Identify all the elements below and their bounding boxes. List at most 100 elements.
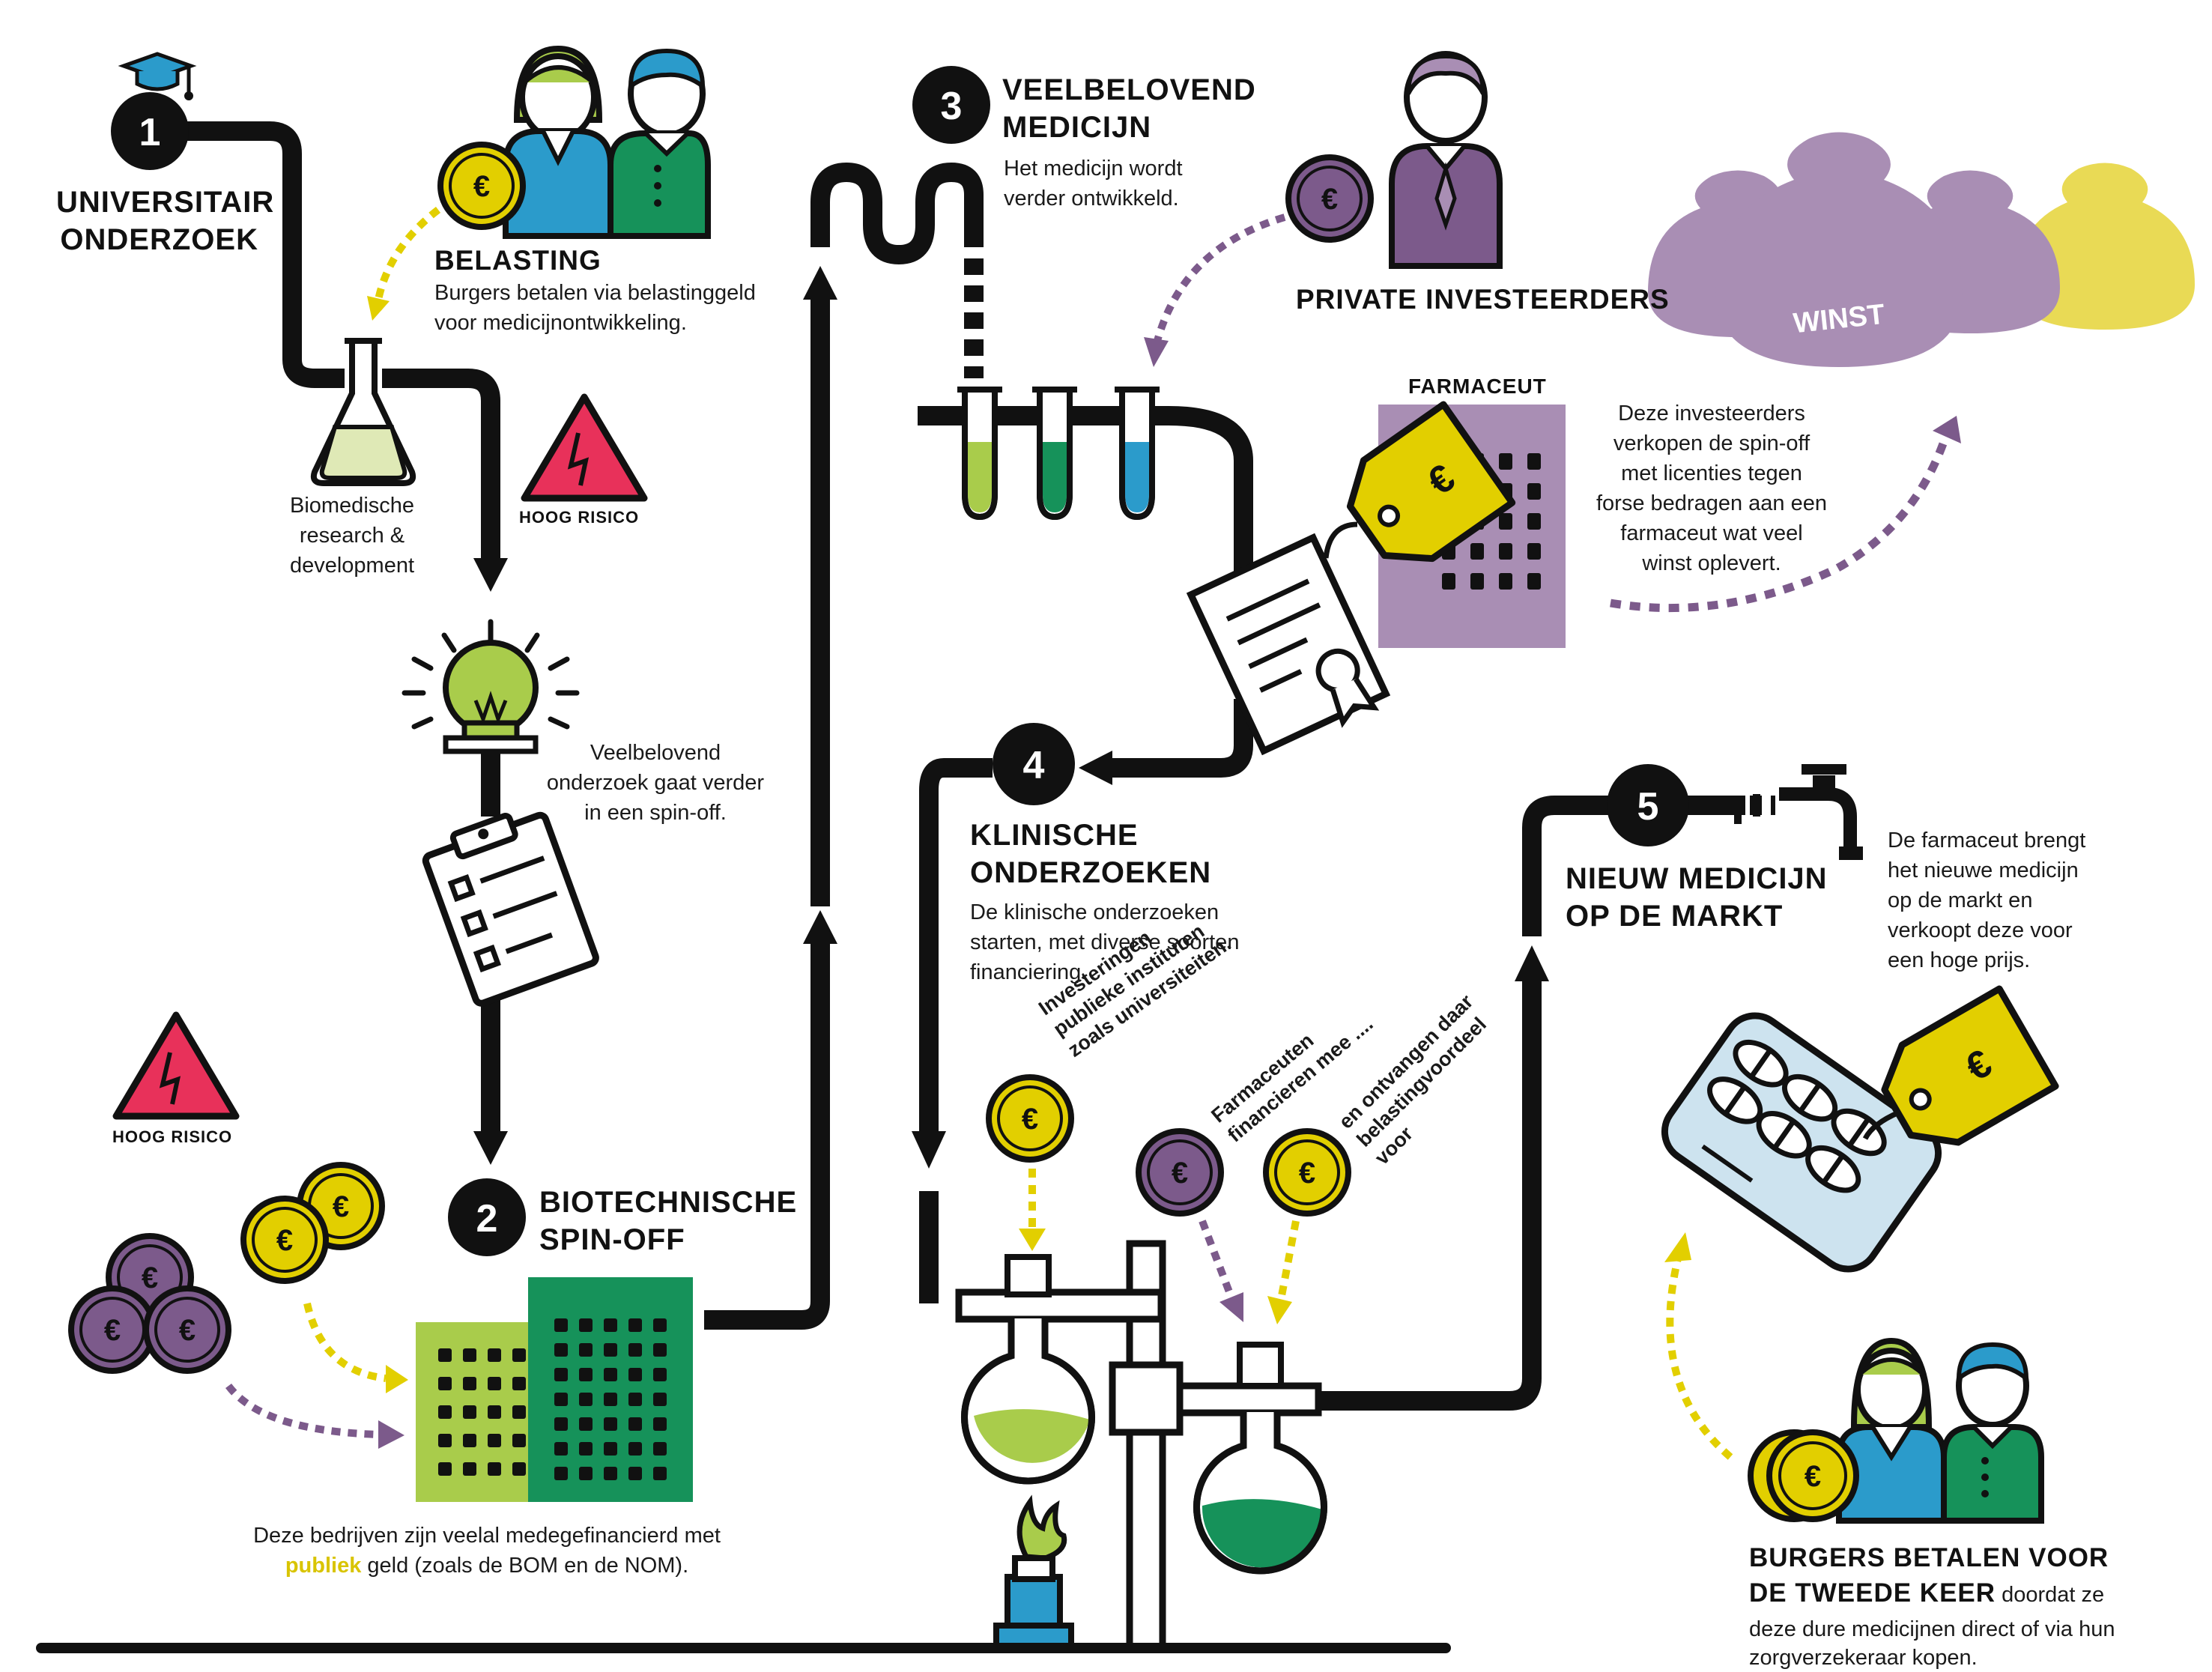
- window: [579, 1318, 593, 1332]
- euro-coins-yellow: € €: [240, 1162, 385, 1284]
- svg-text:€: €: [276, 1224, 293, 1257]
- window: [488, 1377, 501, 1390]
- window: [554, 1318, 568, 1332]
- window: [604, 1318, 617, 1332]
- tax-block: BELASTING Burgers betalen via belastingg…: [434, 243, 756, 338]
- window: [579, 1467, 593, 1480]
- window: [554, 1467, 568, 1480]
- window: [653, 1318, 667, 1332]
- spinoff-note-line-1: Deze bedrijven zijn veelal medegefinanci…: [253, 1524, 721, 1548]
- citizens-title-2: DE TWEEDE KEER: [1749, 1578, 1996, 1608]
- pipe-up-step5: [1522, 796, 1618, 936]
- pill-divider: [1847, 1117, 1871, 1148]
- arrow-up-1: [803, 266, 837, 300]
- window: [512, 1405, 526, 1419]
- pipe-lab-up: [1318, 981, 1542, 1411]
- window: [438, 1462, 452, 1476]
- arrow-up-2: [803, 910, 837, 944]
- window: [628, 1467, 642, 1480]
- arrow-left-step4: [1079, 751, 1112, 785]
- euro-coins-purple: € € €: [68, 1233, 231, 1374]
- pipe-tubes-right: [918, 406, 1253, 678]
- window: [579, 1442, 593, 1456]
- svg-text:€: €: [1172, 1157, 1188, 1190]
- window: [604, 1467, 617, 1480]
- lab-stand-icon: [955, 1240, 1327, 1652]
- window: [488, 1462, 501, 1476]
- window: [463, 1405, 476, 1419]
- window: [628, 1343, 642, 1357]
- pill-divider: [1749, 1048, 1773, 1079]
- pill-blister-icon: [1661, 1012, 1942, 1273]
- window: [579, 1393, 593, 1406]
- pipe-step4-down: [919, 758, 993, 1131]
- window: [579, 1417, 593, 1431]
- svg-text:€: €: [1299, 1157, 1315, 1190]
- step-1-number: 1: [139, 111, 161, 154]
- step-3-circle: [912, 66, 990, 144]
- svg-text:€: €: [1805, 1460, 1821, 1493]
- step-circles: 1 2 3 4 5: [111, 66, 1689, 1256]
- price-tag-icon-1: €: [1346, 401, 1516, 563]
- pipe-1a: [150, 121, 345, 388]
- window: [438, 1405, 452, 1419]
- spinoff-buildings-icon: [416, 1277, 693, 1502]
- window: [1527, 573, 1541, 590]
- citizens-desc-3: zorgverzekeraar kopen.: [1749, 1646, 1978, 1670]
- svg-text:€: €: [1022, 1103, 1038, 1136]
- pill-divider: [1798, 1082, 1822, 1113]
- citizens-desc-1: doordat ze: [1996, 1583, 2105, 1607]
- funding-arrows-spinoff: [225, 1302, 408, 1449]
- tax-flow-arrow: [367, 207, 441, 321]
- window: [1527, 483, 1541, 500]
- svg-text:€: €: [1321, 183, 1338, 216]
- tax-desc-2: voor medicijnontwikkeling.: [434, 311, 687, 335]
- step-3-number: 3: [941, 85, 963, 128]
- graduation-cap-icon: [118, 52, 197, 100]
- window: [554, 1343, 568, 1357]
- svg-text:€: €: [142, 1261, 158, 1294]
- window: [1527, 453, 1541, 470]
- arrow-down-3: [912, 1131, 946, 1169]
- euro-coin-icon: €: [437, 142, 526, 230]
- arrow-down-1: [473, 558, 508, 592]
- clipboard-icon: [422, 811, 599, 1007]
- window: [463, 1462, 476, 1476]
- risk-label-2: HOOG RISICO: [112, 1127, 233, 1146]
- step-4-number: 4: [1023, 744, 1045, 787]
- window: [554, 1442, 568, 1456]
- tag-string-2: [1862, 1109, 1900, 1140]
- window: [604, 1417, 617, 1431]
- pipe-1b: [382, 369, 500, 558]
- pill-divider: [1772, 1119, 1796, 1150]
- window: [438, 1377, 452, 1390]
- window: [653, 1368, 667, 1381]
- price-tag-icon-2: €: [1881, 985, 2059, 1146]
- spinoff-note: Deze bedrijven zijn veelal medegefinanci…: [180, 1521, 794, 1581]
- citizens-desc-2: deze dure medicijnen direct of via hun: [1749, 1617, 2115, 1641]
- window: [1442, 573, 1455, 590]
- window: [488, 1348, 501, 1362]
- window: [1470, 573, 1484, 590]
- window: [604, 1368, 617, 1381]
- spinoff-note-highlight: publiek: [285, 1554, 362, 1578]
- svg-text:€: €: [333, 1190, 349, 1223]
- step-5-number: 5: [1637, 785, 1659, 829]
- tax-desc-1: Burgers betalen via belastinggeld: [434, 281, 756, 305]
- window: [604, 1343, 617, 1357]
- window: [628, 1318, 642, 1332]
- citizens-icon-bottom: [1836, 1337, 2044, 1524]
- window: [438, 1348, 452, 1362]
- window: [653, 1343, 667, 1357]
- warning-icon-2: [112, 1011, 240, 1120]
- pill-divider: [1723, 1085, 1747, 1115]
- funding-coins-lab: € € €: [986, 1074, 1351, 1217]
- window: [628, 1393, 642, 1406]
- step-2-number: 2: [476, 1197, 498, 1241]
